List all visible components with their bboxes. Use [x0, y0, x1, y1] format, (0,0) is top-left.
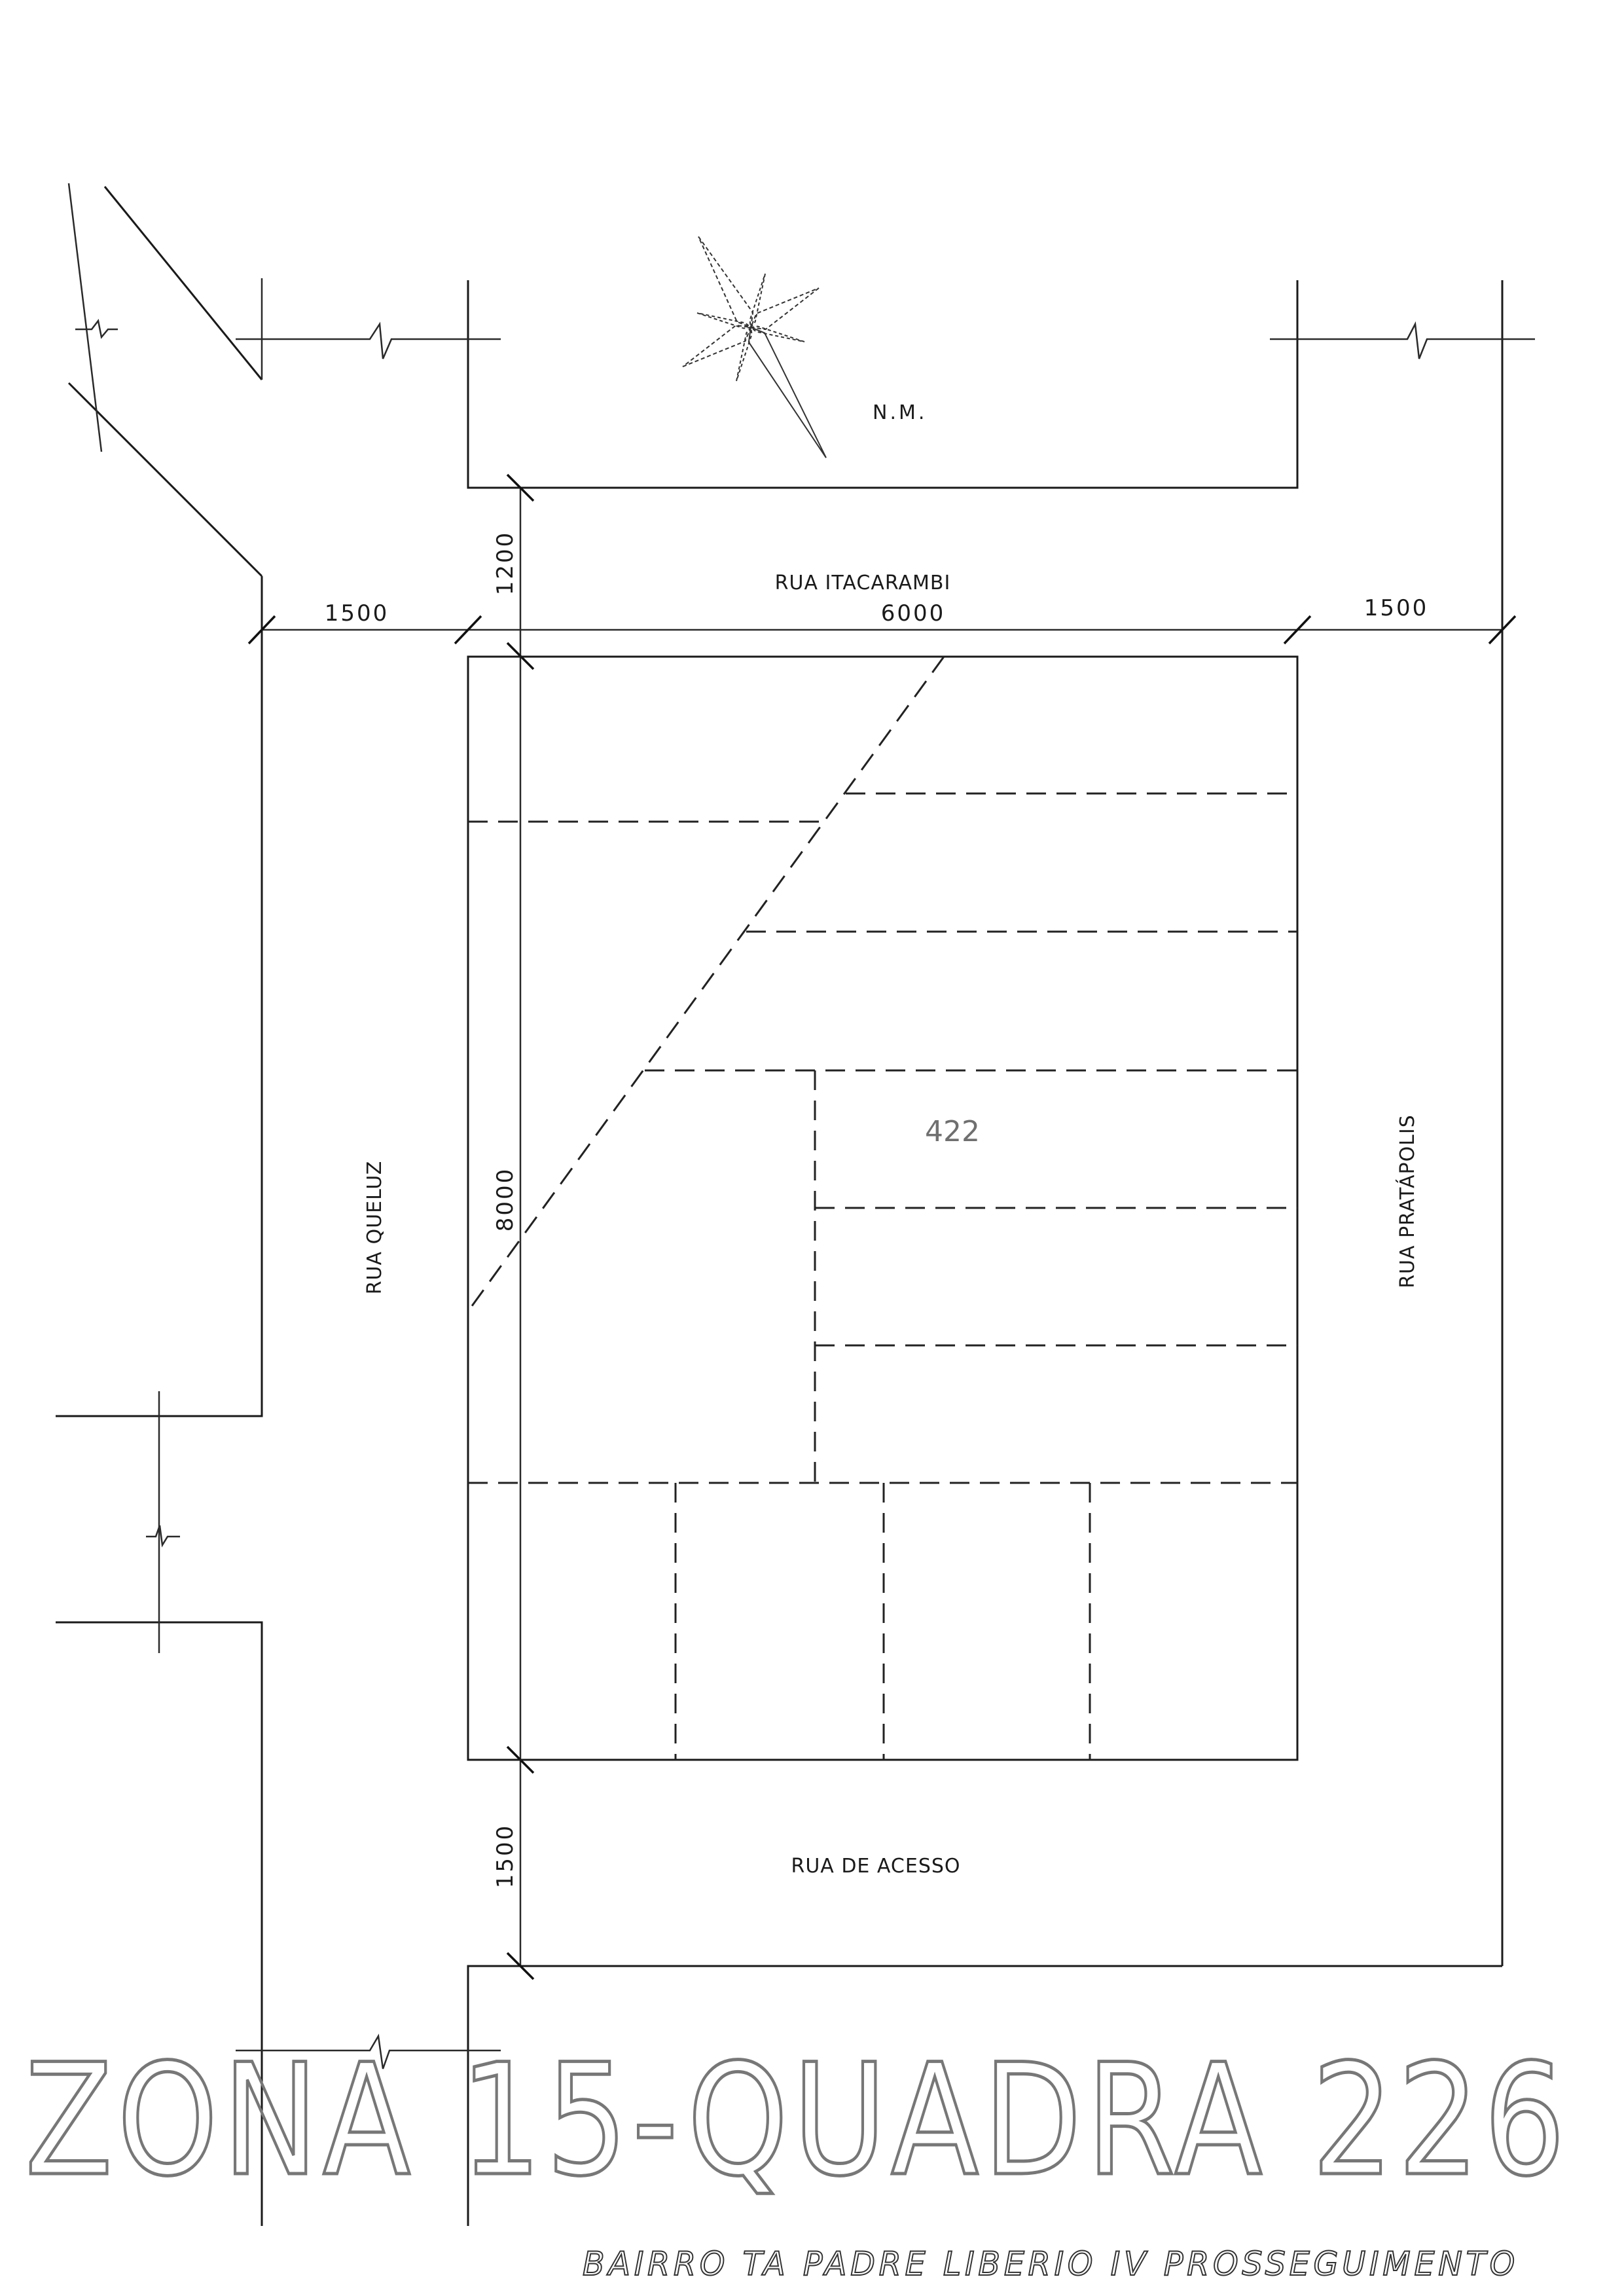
dimension-block-width: 6000 — [881, 600, 946, 627]
break-lines — [67, 183, 1535, 2069]
north-label: N.M. — [873, 401, 927, 424]
handwritten-subtitle: BAIRRO TA PADRE LIBERIO IV PROSSEGUIMENT… — [583, 2245, 1519, 2283]
street-outlines — [56, 186, 1504, 2226]
street-label-bottom: RUA DE ACESSO — [791, 1855, 960, 1878]
dimension-block-height: 8000 — [492, 1167, 518, 1232]
dimension-lines — [247, 473, 1517, 1980]
street-label-right: RUA PRATÁPOLIS — [1396, 1114, 1419, 1288]
dimension-top-street-width: 1200 — [492, 531, 518, 596]
street-label-top: RUA ITACARAMBI — [775, 572, 951, 594]
dimension-left-street-width: 1500 — [325, 600, 389, 627]
dimension-right-street-width: 1500 — [1364, 595, 1429, 621]
lot-number: 422 — [925, 1115, 980, 1148]
compass-rose-icon — [682, 236, 827, 458]
dimension-bottom-street-width: 1500 — [492, 1824, 518, 1889]
street-label-left: RUA QUELUZ — [363, 1161, 386, 1295]
block-226 — [467, 655, 1299, 1761]
handwritten-title: ZONA 15-QUADRA 226 — [25, 2032, 1570, 2210]
